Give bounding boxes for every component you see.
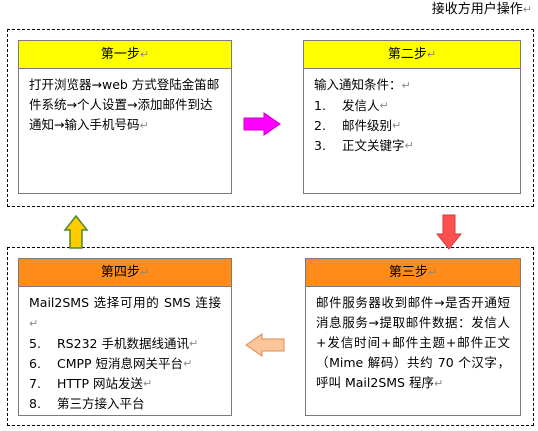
up-arrow-icon bbox=[63, 214, 89, 249]
step2-intro: 输入通知条件：↵ bbox=[314, 77, 411, 92]
list-item: 7.HTTP 网站发送↵ bbox=[29, 376, 153, 391]
step4-title: 第四步↵ bbox=[19, 259, 231, 287]
step3-title: 第三步↵ bbox=[306, 259, 520, 287]
step1-title: 第一步↵ bbox=[19, 41, 231, 69]
list-item: 1.发信人↵ bbox=[314, 98, 389, 113]
step4-box: 第四步↵ Mail2SMS 选择可用的 SMS 连接↵ 5.RS232 手机数据… bbox=[18, 258, 232, 416]
step1-box: 第一步↵ 打开浏览器→web 方式登陆金笛邮件系统→个人设置→添加邮件到达通知→… bbox=[18, 40, 232, 194]
list-item: 5.RS232 手机数据线通讯↵ bbox=[29, 336, 199, 351]
step3-to-step4-arrow bbox=[245, 333, 285, 357]
step2-condition-list: 1.发信人↵ 2.邮件级别↵ 3.正文关键字↵ bbox=[314, 96, 510, 156]
down-arrow-icon bbox=[435, 214, 463, 250]
step2-title: 第二步↵ bbox=[304, 41, 520, 69]
list-item: 2.邮件级别↵ bbox=[314, 118, 402, 133]
step1-text: 打开浏览器→web 方式登陆金笛邮件系统→个人设置→添加邮件到达通知→输入手机号… bbox=[29, 77, 220, 132]
right-arrow-icon bbox=[243, 112, 281, 136]
step4-body: Mail2SMS 选择可用的 SMS 连接↵ 5.RS232 手机数据线通讯↵ … bbox=[19, 287, 231, 414]
lower-dashed-frame bbox=[7, 247, 534, 426]
step3-box: 第三步↵ 邮件服务器收到邮件→是否开通短消息服务→提取邮件数据：发信人+发信时间… bbox=[305, 258, 521, 416]
step1-to-step2-arrow bbox=[243, 112, 281, 136]
step4-channel-list: 5.RS232 手机数据线通讯↵ 6.CMPP 短消息网关平台↵ 7.HTTP … bbox=[29, 334, 221, 414]
step3-text: 邮件服务器收到邮件→是否开通短消息服务→提取邮件数据：发信人+发信时间+邮件主题… bbox=[316, 295, 510, 390]
receiver-operation-label: 接收方用户操作↵ bbox=[431, 2, 532, 17]
step2-body: 输入通知条件：↵ 1.发信人↵ 2.邮件级别↵ 3.正文关键字↵ bbox=[304, 69, 520, 156]
step2-to-step3-arrow bbox=[435, 214, 463, 250]
left-arrow-icon bbox=[245, 333, 285, 357]
list-item: 6.CMPP 短消息网关平台↵ bbox=[29, 356, 193, 371]
list-item: 3.正文关键字↵ bbox=[314, 138, 414, 153]
step4-intro: Mail2SMS 选择可用的 SMS 连接↵ bbox=[29, 295, 221, 330]
step4-to-step1-arrow bbox=[63, 214, 89, 249]
upper-dashed-frame bbox=[7, 29, 534, 207]
list-item: 8.第三方接入平台 bbox=[29, 396, 145, 411]
step2-box: 第二步↵ 输入通知条件：↵ 1.发信人↵ 2.邮件级别↵ 3.正文关键字↵ bbox=[303, 40, 521, 194]
